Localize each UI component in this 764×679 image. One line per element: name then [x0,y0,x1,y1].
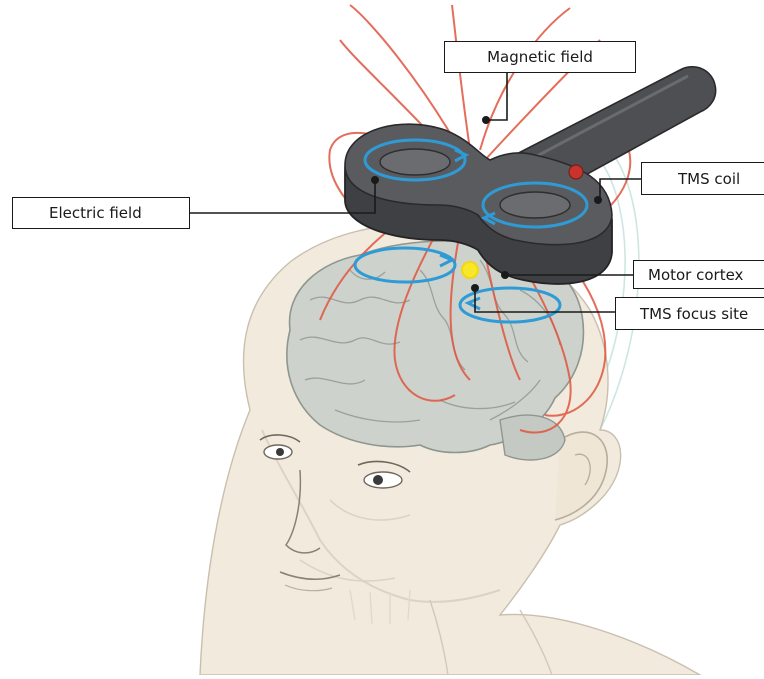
tms-focus-site-label: TMS focus site [615,297,764,330]
electric-field-label: Electric field [12,197,190,229]
focus-point-icon [462,262,478,278]
motor-cortex-label: Motor cortex [633,260,764,289]
tms-coil-label: TMS coil [641,162,764,195]
magnetic-field-label: Magnetic field [444,41,636,73]
